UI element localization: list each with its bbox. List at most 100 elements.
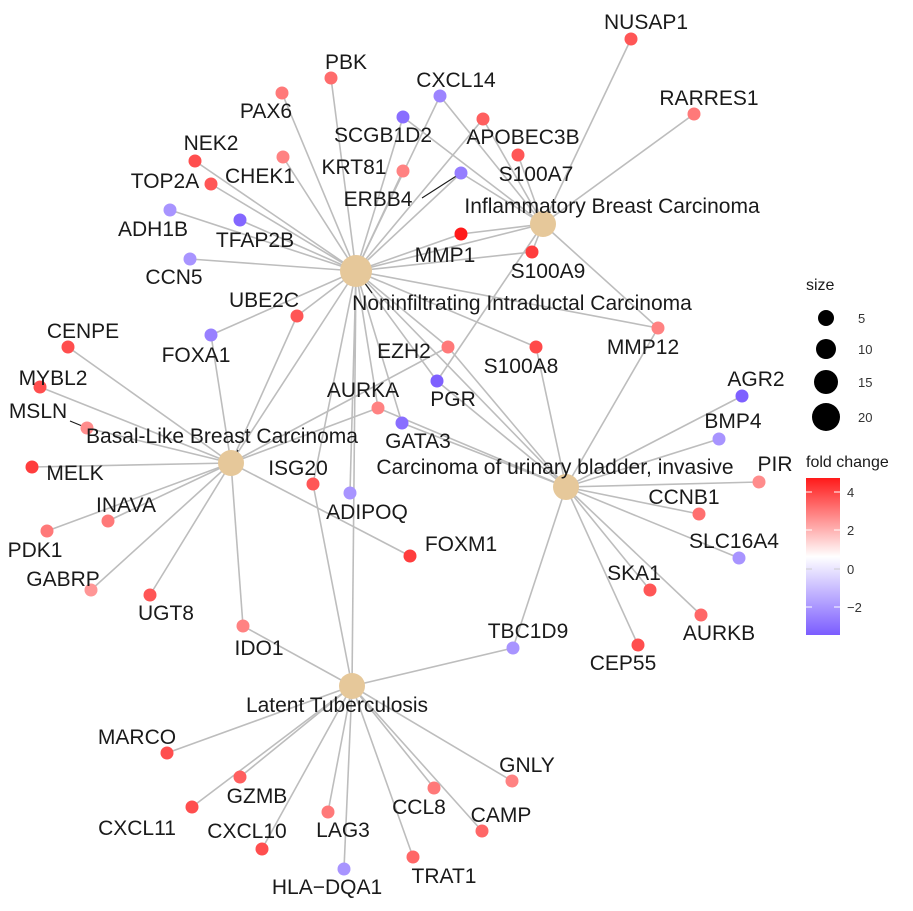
node-label-lag3: LAG3 bbox=[316, 819, 370, 842]
node-label-nusap1: NUSAP1 bbox=[604, 11, 688, 34]
edge-basal-cenpe bbox=[67, 346, 232, 464]
node-label-s100a8: S100A8 bbox=[484, 355, 559, 378]
gene-node-agr2[interactable] bbox=[735, 389, 749, 403]
node-label-inflam: Inflammatory Breast Carcinoma bbox=[464, 195, 760, 218]
node-label-s100a9: S100A9 bbox=[511, 260, 586, 283]
category-node-tb[interactable] bbox=[339, 673, 365, 699]
legend-size-title: size bbox=[806, 277, 835, 294]
gene-node-top2a[interactable] bbox=[204, 177, 218, 191]
gene-node-isg20[interactable] bbox=[306, 477, 320, 491]
gene-node-gnly[interactable] bbox=[505, 774, 519, 788]
node-label-hla-dqa1: HLA−DQA1 bbox=[272, 876, 382, 899]
gene-node-rarres1[interactable] bbox=[687, 107, 701, 121]
gene-node-krt81[interactable] bbox=[396, 164, 410, 178]
gene-node-nek2[interactable] bbox=[188, 154, 202, 168]
gene-node-ccl8[interactable] bbox=[427, 781, 441, 795]
gene-node-s100a8[interactable] bbox=[529, 340, 543, 354]
node-label-pdk1: PDK1 bbox=[8, 539, 63, 562]
gene-node-cenpe[interactable] bbox=[61, 340, 75, 354]
gene-node-foxm1[interactable] bbox=[403, 549, 417, 563]
edge-uro-ccnb1 bbox=[565, 486, 700, 515]
gene-node-adipoq[interactable] bbox=[343, 486, 357, 500]
gene-node-scgb1d2[interactable] bbox=[396, 110, 410, 124]
gene-node-ska1[interactable] bbox=[643, 583, 657, 597]
edge-tb-gzmb bbox=[239, 685, 353, 778]
gene-node-mybl2[interactable] bbox=[33, 380, 47, 394]
gene-node-trat1[interactable] bbox=[406, 850, 420, 864]
gene-node-melk[interactable] bbox=[25, 460, 39, 474]
edge-noninf-scgb1d2 bbox=[355, 116, 404, 272]
gene-node-s100a9[interactable] bbox=[525, 245, 539, 259]
gene-node-slc16a4[interactable] bbox=[732, 551, 746, 565]
gene-node-camp[interactable] bbox=[475, 824, 489, 838]
gene-node-chek1[interactable] bbox=[276, 150, 290, 164]
gene-node-mmp1[interactable] bbox=[454, 227, 468, 241]
gene-node-nusap1[interactable] bbox=[624, 32, 638, 46]
gene-node-bmp4[interactable] bbox=[712, 432, 726, 446]
edge-uro-mmp12 bbox=[565, 327, 659, 488]
gene-node-ugt8[interactable] bbox=[143, 588, 157, 602]
edge-uro-noninf bbox=[355, 270, 567, 488]
node-label-agr2: AGR2 bbox=[727, 368, 784, 391]
gene-node-inava[interactable] bbox=[101, 514, 115, 528]
category-node-uro[interactable] bbox=[553, 474, 579, 500]
gene-node-lag3[interactable] bbox=[321, 805, 335, 819]
gene-node-apobec3b[interactable] bbox=[476, 112, 490, 126]
gene-node-msln[interactable] bbox=[80, 421, 94, 435]
gene-node-marco[interactable] bbox=[160, 746, 174, 760]
gene-node-mmp12[interactable] bbox=[651, 321, 665, 335]
edge-basal-msln bbox=[86, 427, 232, 464]
gene-node-aurkb[interactable] bbox=[694, 608, 708, 622]
gene-node-hla-dqa1[interactable] bbox=[337, 862, 351, 876]
node-label-krt81: KRT81 bbox=[322, 156, 387, 179]
edge-noninf-nek2 bbox=[194, 160, 357, 272]
gene-node-cxcl14[interactable] bbox=[433, 89, 447, 103]
gene-node-pax6[interactable] bbox=[275, 86, 289, 100]
legend-color-bar bbox=[806, 478, 840, 635]
gene-node-ezh2[interactable] bbox=[441, 340, 455, 354]
category-node-inflam[interactable] bbox=[530, 211, 556, 237]
gene-node-aurka[interactable] bbox=[371, 401, 385, 415]
node-label-uro: Carcinoma of urinary bladder, invasive bbox=[376, 456, 733, 479]
gene-node-foxa1[interactable] bbox=[204, 328, 218, 342]
gene-node-pdk1[interactable] bbox=[40, 524, 54, 538]
gene-node-cxcl11[interactable] bbox=[185, 800, 199, 814]
node-label-gata3: GATA3 bbox=[385, 430, 451, 453]
edge-tb-hla-dqa1 bbox=[343, 685, 353, 870]
gene-node-pbk[interactable] bbox=[324, 71, 338, 85]
gene-node-s100a7[interactable] bbox=[511, 148, 525, 162]
category-node-basal[interactable] bbox=[218, 450, 244, 476]
gene-node-pir[interactable] bbox=[752, 475, 766, 489]
gene-node-ube2c[interactable] bbox=[290, 309, 304, 323]
edge-noninf-mmp1 bbox=[355, 233, 462, 272]
edge-inflam-cxcl14 bbox=[439, 95, 544, 225]
node-label-marco: MARCO bbox=[98, 726, 176, 749]
gene-node-gabrp[interactable] bbox=[84, 583, 98, 597]
node-label-slc16a4: SLC16A4 bbox=[689, 530, 779, 553]
node-label-ugt8: UGT8 bbox=[138, 602, 194, 625]
gene-node-tfap2b[interactable] bbox=[233, 213, 247, 227]
gene-node-erbb4[interactable] bbox=[454, 166, 468, 180]
gene-node-gzmb[interactable] bbox=[233, 770, 247, 784]
legend-size-label-10: 10 bbox=[858, 342, 872, 357]
gene-node-ccn5[interactable] bbox=[183, 252, 197, 266]
gene-node-tbc1d9[interactable] bbox=[506, 641, 520, 655]
node-label-tfap2b: TFAP2B bbox=[216, 229, 294, 252]
category-node-noninf[interactable] bbox=[340, 255, 372, 287]
gene-node-ido1[interactable] bbox=[236, 619, 250, 633]
gene-node-gata3[interactable] bbox=[395, 416, 409, 430]
legend-size-dot-15 bbox=[814, 370, 838, 394]
gene-node-ccnb1[interactable] bbox=[692, 507, 706, 521]
label-leader-line bbox=[421, 172, 462, 199]
node-label-pir: PIR bbox=[757, 453, 792, 476]
node-label-chek1: CHEK1 bbox=[225, 165, 295, 188]
node-label-isg20: ISG20 bbox=[268, 457, 328, 480]
edge-noninf-apobec3b bbox=[355, 118, 484, 272]
gene-node-cxcl10[interactable] bbox=[255, 842, 269, 856]
node-label-ccnb1: CCNB1 bbox=[648, 486, 719, 509]
gene-node-adh1b[interactable] bbox=[163, 203, 177, 217]
gene-node-cep55[interactable] bbox=[631, 638, 645, 652]
legend-color-tick-4: 4 bbox=[847, 485, 854, 500]
gene-node-pgr[interactable] bbox=[430, 374, 444, 388]
